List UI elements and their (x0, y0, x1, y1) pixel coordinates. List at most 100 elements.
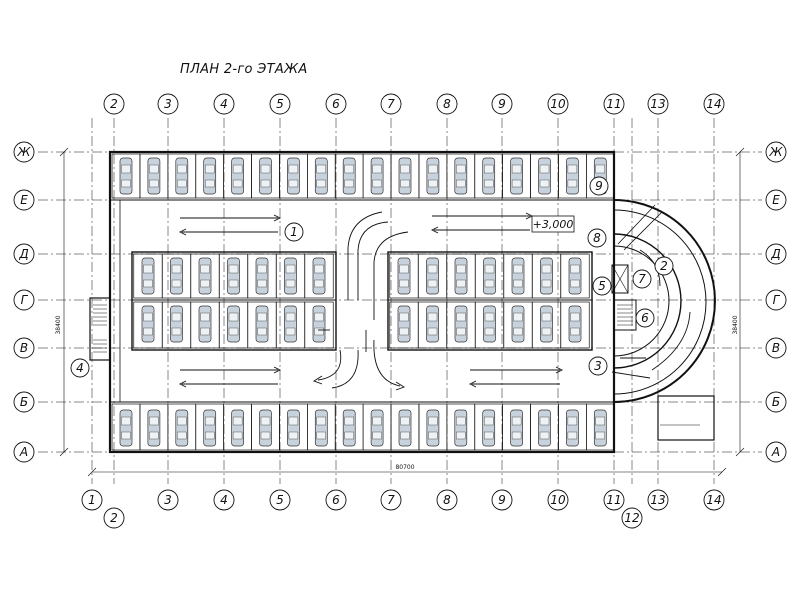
car-island-east-bottom-4 (483, 305, 496, 343)
car-north-8 (314, 157, 328, 195)
svg-text:6: 6 (332, 97, 340, 111)
svg-text:11: 11 (606, 493, 621, 507)
svg-text:В: В (20, 341, 28, 355)
svg-text:В: В (772, 341, 780, 355)
car-island-east-bottom-5 (511, 305, 525, 343)
svg-text:5: 5 (598, 279, 606, 293)
svg-text:8: 8 (593, 231, 601, 245)
svg-text:14: 14 (706, 493, 721, 507)
svg-text:Е: Е (772, 193, 780, 207)
dim-height-left: 38400 (55, 315, 62, 334)
svg-text:3: 3 (594, 359, 602, 373)
car-north-5 (231, 157, 244, 195)
axis-left-Г: Г (13, 289, 35, 311)
axis-bottom-13: 13 (647, 489, 669, 511)
svg-text:4: 4 (76, 361, 84, 375)
svg-text:2: 2 (660, 259, 668, 273)
car-island-east-top-4 (483, 257, 496, 295)
car-south-3 (175, 409, 189, 447)
car-island-east-top-7 (568, 257, 582, 295)
car-north-13 (454, 157, 468, 195)
svg-text:13: 13 (650, 493, 665, 507)
callout-9: 9 (589, 176, 609, 196)
svg-text:1: 1 (88, 493, 96, 507)
axis-top-3: 3 (157, 93, 179, 115)
axis-bottom-12: 12 (621, 507, 643, 529)
axis-markers-left: Ж Е Д Г В Б А (13, 141, 35, 463)
svg-text:Ж: Ж (17, 145, 32, 159)
car-island-west-bottom-6 (284, 305, 297, 343)
svg-text:9: 9 (498, 493, 506, 507)
car-island-west-top-3 (198, 257, 212, 295)
car-north-1 (119, 157, 133, 195)
callout-7: 7 (632, 269, 652, 289)
svg-text:10: 10 (550, 493, 566, 507)
car-south-12 (426, 409, 440, 447)
svg-text:1: 1 (290, 225, 298, 239)
axis-left-Е: Е (13, 189, 35, 211)
svg-text:3: 3 (164, 493, 172, 507)
car-south-2 (147, 409, 161, 447)
axis-left-А: А (13, 441, 35, 463)
svg-text:3: 3 (164, 97, 172, 111)
car-island-east-bottom-6 (540, 305, 553, 343)
axis-top-2: 2 (103, 93, 125, 115)
axis-top-13: 13 (647, 93, 669, 115)
callout-8: 8 (587, 228, 607, 248)
axis-top-4: 4 (213, 93, 235, 115)
axis-bottom-6: 6 (325, 489, 347, 511)
car-north-16 (538, 157, 551, 195)
svg-text:2: 2 (110, 97, 118, 111)
car-island-west-bottom-5 (255, 305, 269, 343)
car-south-10 (370, 409, 384, 447)
axis-left-Ж: Ж (13, 141, 35, 163)
car-island-west-top-1 (141, 257, 155, 295)
axis-bottom-1: 1 (81, 489, 103, 511)
car-south-11 (398, 409, 412, 447)
axis-bottom-7: 7 (380, 489, 402, 511)
callout-6: 6 (635, 308, 655, 328)
svg-text:6: 6 (332, 493, 340, 507)
car-island-west-bottom-2 (170, 305, 183, 343)
car-north-12 (426, 157, 440, 195)
axis-top-11: 11 (603, 93, 625, 115)
car-south-18 (593, 409, 607, 447)
svg-text:Е: Е (20, 193, 28, 207)
car-north-2 (147, 157, 161, 195)
car-island-west-top-4 (227, 257, 240, 295)
car-south-6 (259, 409, 272, 447)
svg-text:А: А (771, 445, 780, 459)
car-south-8 (314, 409, 328, 447)
car-island-west-bottom-4 (227, 305, 240, 343)
axis-top-10: 10 (547, 93, 569, 115)
svg-text:Б: Б (20, 395, 28, 409)
axis-right-А: А (765, 441, 787, 463)
car-island-east-top-1 (397, 257, 411, 295)
axis-right-В: В (765, 337, 787, 359)
car-south-16 (538, 409, 551, 447)
svg-text:8: 8 (443, 97, 451, 111)
car-north-6 (259, 157, 272, 195)
axis-bottom-11: 11 (603, 489, 625, 511)
callout-2: 2 (654, 256, 674, 276)
axis-left-Д: Д (13, 243, 35, 265)
axis-bottom-4: 4 (213, 489, 235, 511)
callout-5: 5 (592, 276, 612, 296)
svg-text:4: 4 (220, 493, 228, 507)
car-north-10 (370, 157, 384, 195)
building-outline (89, 150, 716, 454)
svg-text:Г: Г (21, 293, 29, 307)
car-south-9 (342, 409, 356, 447)
axis-right-Г: Г (765, 289, 787, 311)
axis-bottom-8: 8 (436, 489, 458, 511)
svg-text:6: 6 (641, 311, 649, 325)
axis-left-Б: Б (13, 391, 35, 413)
car-south-14 (482, 409, 496, 447)
axis-right-Е: Е (765, 189, 787, 211)
axis-bottom-14: 14 (703, 489, 725, 511)
car-island-east-top-5 (511, 257, 525, 295)
